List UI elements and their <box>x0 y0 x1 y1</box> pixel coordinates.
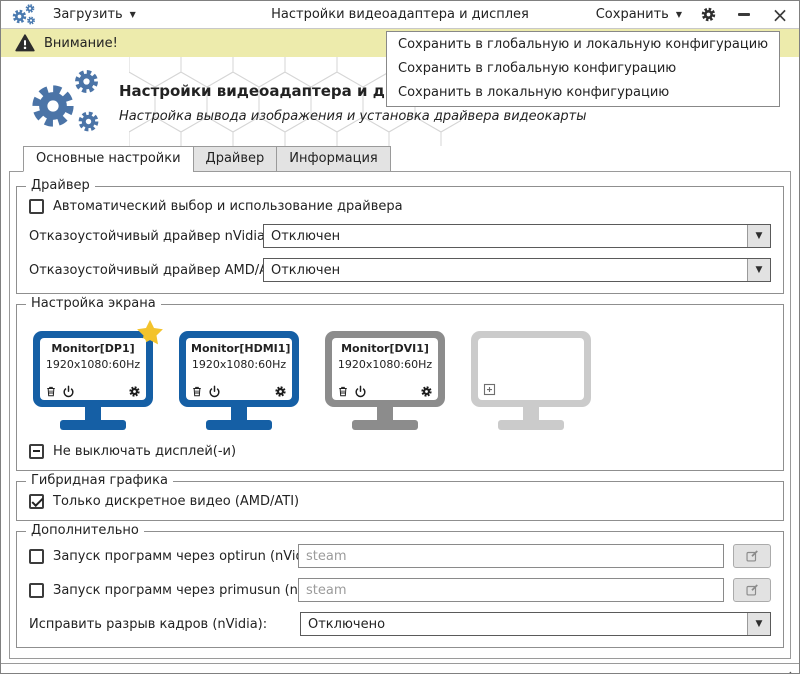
page-subtitle: Настройка вывода изображения и установка… <box>119 109 587 124</box>
chevron-down-icon: ▼ <box>755 618 763 629</box>
menu-item-save-local[interactable]: Сохранить в локальную конфигурацию <box>398 85 670 100</box>
trash-icon[interactable] <box>191 385 203 398</box>
save-button[interactable]: Сохранить ▼ <box>596 7 682 22</box>
chevron-down-icon: ▼ <box>129 9 136 19</box>
primusun-input[interactable] <box>298 578 724 602</box>
primusun-label: Запуск программ через primusun (nVidia): <box>53 582 340 598</box>
nvidia-failsafe-select[interactable]: Отключен ▼ <box>263 224 771 248</box>
power-icon[interactable] <box>208 385 221 398</box>
discrete-only-label: Только дискретное видео (AMD/ATI) <box>53 494 300 509</box>
group-driver: Драйвер Автоматический выбор и использов… <box>16 178 784 294</box>
group-screen-title: Настройка экрана <box>26 296 161 311</box>
tab-panel: Драйвер Автоматический выбор и использов… <box>9 171 791 659</box>
discrete-only-checkbox[interactable] <box>29 494 44 509</box>
amd-failsafe-select[interactable]: Отключен ▼ <box>263 258 771 282</box>
monitor-name: Monitor[DP1] <box>51 342 135 355</box>
save-button-label: Сохранить <box>595 7 669 22</box>
tear-fix-label: Исправить разрыв кадров (nVidia): <box>29 616 268 632</box>
optirun-edit-button[interactable] <box>733 544 771 568</box>
monitor-name: Monitor[HDMI1] <box>191 342 291 355</box>
load-button[interactable]: Загрузить ▼ <box>53 7 136 22</box>
close-button[interactable]: × <box>771 2 789 27</box>
monitor-mode: 1920x1080:60Hz <box>45 358 141 371</box>
monitor-add-placeholder[interactable] <box>471 331 591 430</box>
minimize-button[interactable] <box>735 6 753 24</box>
edit-icon <box>745 549 759 563</box>
tab-main-settings[interactable]: Основные настройки <box>23 146 194 172</box>
window-title: Настройки видеоадаптера и дисплея <box>271 7 529 22</box>
group-extra-title: Дополнительно <box>26 523 144 538</box>
page-title: Настройки видеоадаптера и дисплея <box>119 82 446 100</box>
warning-icon <box>15 33 35 53</box>
group-driver-title: Драйвер <box>26 178 95 193</box>
group-extra: Дополнительно Запуск программ через opti… <box>16 523 784 648</box>
auto-driver-label: Автоматический выбор и использование дра… <box>53 199 403 214</box>
amd-failsafe-value: Отключен <box>271 262 341 278</box>
settings-gear-icon[interactable] <box>700 6 717 23</box>
optirun-checkbox[interactable] <box>29 548 44 564</box>
add-monitor-icon[interactable] <box>482 382 497 397</box>
primusun-edit-button[interactable] <box>733 578 771 602</box>
minimize-icon <box>738 13 750 16</box>
gear-icon[interactable] <box>274 385 287 398</box>
monitor-list: Monitor[DP1] 1920x1080:60Hz Monitor[HD <box>29 317 771 430</box>
power-icon[interactable] <box>354 385 367 398</box>
keep-display-on-checkbox[interactable] <box>29 444 44 459</box>
group-hybrid-title: Гибридная графика <box>26 473 173 488</box>
status-bar <box>1 663 799 674</box>
tab-driver[interactable]: Драйвер <box>192 146 278 172</box>
chevron-down-icon: ▼ <box>755 230 763 241</box>
dropdown-arrow-button[interactable]: ▼ <box>747 225 770 247</box>
power-icon[interactable] <box>62 385 75 398</box>
menu-item-save-global-local[interactable]: Сохранить в глобальную и локальную конфи… <box>398 37 769 52</box>
dropdown-arrow-button[interactable]: ▼ <box>747 259 770 281</box>
dropdown-arrow-button[interactable]: ▼ <box>747 613 770 635</box>
tab-bar: Основные настройки Драйвер Информация <box>1 146 799 172</box>
keep-display-on-label: Не выключать дисплей(-и) <box>53 444 237 459</box>
nvidia-failsafe-value: Отключен <box>271 228 341 244</box>
app-logo-gears-icon <box>11 3 37 27</box>
trash-icon[interactable] <box>45 385 57 398</box>
amd-failsafe-label: Отказоустойчивый драйвер AMD/ATI: <box>29 262 284 278</box>
monitor-hdmi1[interactable]: Monitor[HDMI1] 1920x1080:60Hz <box>179 331 299 430</box>
edit-icon <box>745 583 759 597</box>
group-screen: Настройка экрана Monitor[DP1] 1920x1080:… <box>16 296 784 471</box>
monitor-dp1[interactable]: Monitor[DP1] 1920x1080:60Hz <box>33 331 153 430</box>
tab-information[interactable]: Информация <box>276 146 391 172</box>
tear-fix-select[interactable]: Отключено ▼ <box>300 612 771 636</box>
save-dropdown-menu: Сохранить в глобальную и локальную конфи… <box>386 31 781 107</box>
trash-icon[interactable] <box>337 385 349 398</box>
gear-icon[interactable] <box>128 385 141 398</box>
gear-icon[interactable] <box>420 385 433 398</box>
monitor-mode: 1920x1080:60Hz <box>337 358 433 371</box>
monitor-name: Monitor[DVI1] <box>341 342 429 355</box>
optirun-label: Запуск программ через optirun (nVidia): <box>53 548 325 564</box>
primusun-checkbox[interactable] <box>29 582 44 598</box>
header-gears-icon <box>27 67 111 137</box>
warning-text: Внимание! <box>44 35 118 51</box>
group-hybrid: Гибридная графика Только дискретное виде… <box>16 473 784 521</box>
chevron-down-icon: ▼ <box>755 264 763 275</box>
resize-grip[interactable] <box>778 669 794 674</box>
title-bar: Загрузить ▼ Настройки видеоадаптера и ди… <box>1 1 799 29</box>
load-button-label: Загрузить <box>53 7 123 22</box>
monitor-mode: 1920x1080:60Hz <box>191 358 287 371</box>
monitor-dvi1[interactable]: Monitor[DVI1] 1920x1080:60Hz <box>325 331 445 430</box>
tear-fix-value: Отключено <box>308 616 386 632</box>
nvidia-failsafe-label: Отказоустойчивый драйвер nVidia: <box>29 228 270 244</box>
auto-driver-checkbox[interactable] <box>29 199 44 214</box>
close-icon: × <box>771 2 789 27</box>
menu-item-save-global[interactable]: Сохранить в глобальную конфигурацию <box>398 61 677 76</box>
chevron-down-icon: ▼ <box>675 9 682 19</box>
optirun-input[interactable] <box>298 544 724 568</box>
